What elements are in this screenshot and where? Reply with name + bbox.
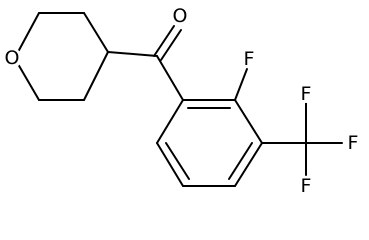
bond-aryl-c2-c3 <box>234 99 263 144</box>
atom-label-fluorine-cf3-top: F <box>301 83 312 105</box>
bond-ring-carbonyl <box>107 51 158 57</box>
bond-ring-c2-c3 <box>83 12 109 53</box>
bond-carbonyl-double-b <box>160 29 182 61</box>
bond-carbonyl-double-a <box>153 25 175 57</box>
atom-label-fluorine-aryl: F <box>244 48 255 70</box>
bond-ring-c3-c4 <box>83 51 109 101</box>
atom-label-fluorine-cf3-bottom: F <box>301 175 312 197</box>
atom-fluorine-cf3-top: F <box>297 83 315 105</box>
bond-aryl-inner-left <box>165 142 190 180</box>
bond-aryl-c6-c1 <box>156 99 184 144</box>
atom-fluorine-aryl: F <box>240 48 258 70</box>
atom-labels: O O F F F F <box>2 5 362 197</box>
atom-fluorine-cf3-bottom: F <box>297 175 315 197</box>
bonds <box>17 12 343 187</box>
atom-fluorine-cf3-right: F <box>344 132 362 154</box>
bond-aryl-c3-c4 <box>234 142 263 187</box>
bond-carbonyl-aryl <box>156 55 184 101</box>
bond-ring-o-c1 <box>17 12 40 53</box>
atom-oxygen-ring: O <box>2 47 22 69</box>
bond-aryl-fluorine <box>234 68 248 101</box>
atom-label-oxygen-ketone: O <box>173 5 188 27</box>
bond-ring-c5-o <box>17 63 40 101</box>
atom-label-fluorine-cf3-right: F <box>348 132 359 154</box>
molecule-structure: O O F F F F <box>2 5 362 197</box>
atom-label-oxygen-ring: O <box>5 47 20 69</box>
bond-aryl-c5-c6 <box>156 142 184 187</box>
atom-oxygen-ketone: O <box>170 5 190 27</box>
bond-aryl-inner-right <box>228 142 253 180</box>
